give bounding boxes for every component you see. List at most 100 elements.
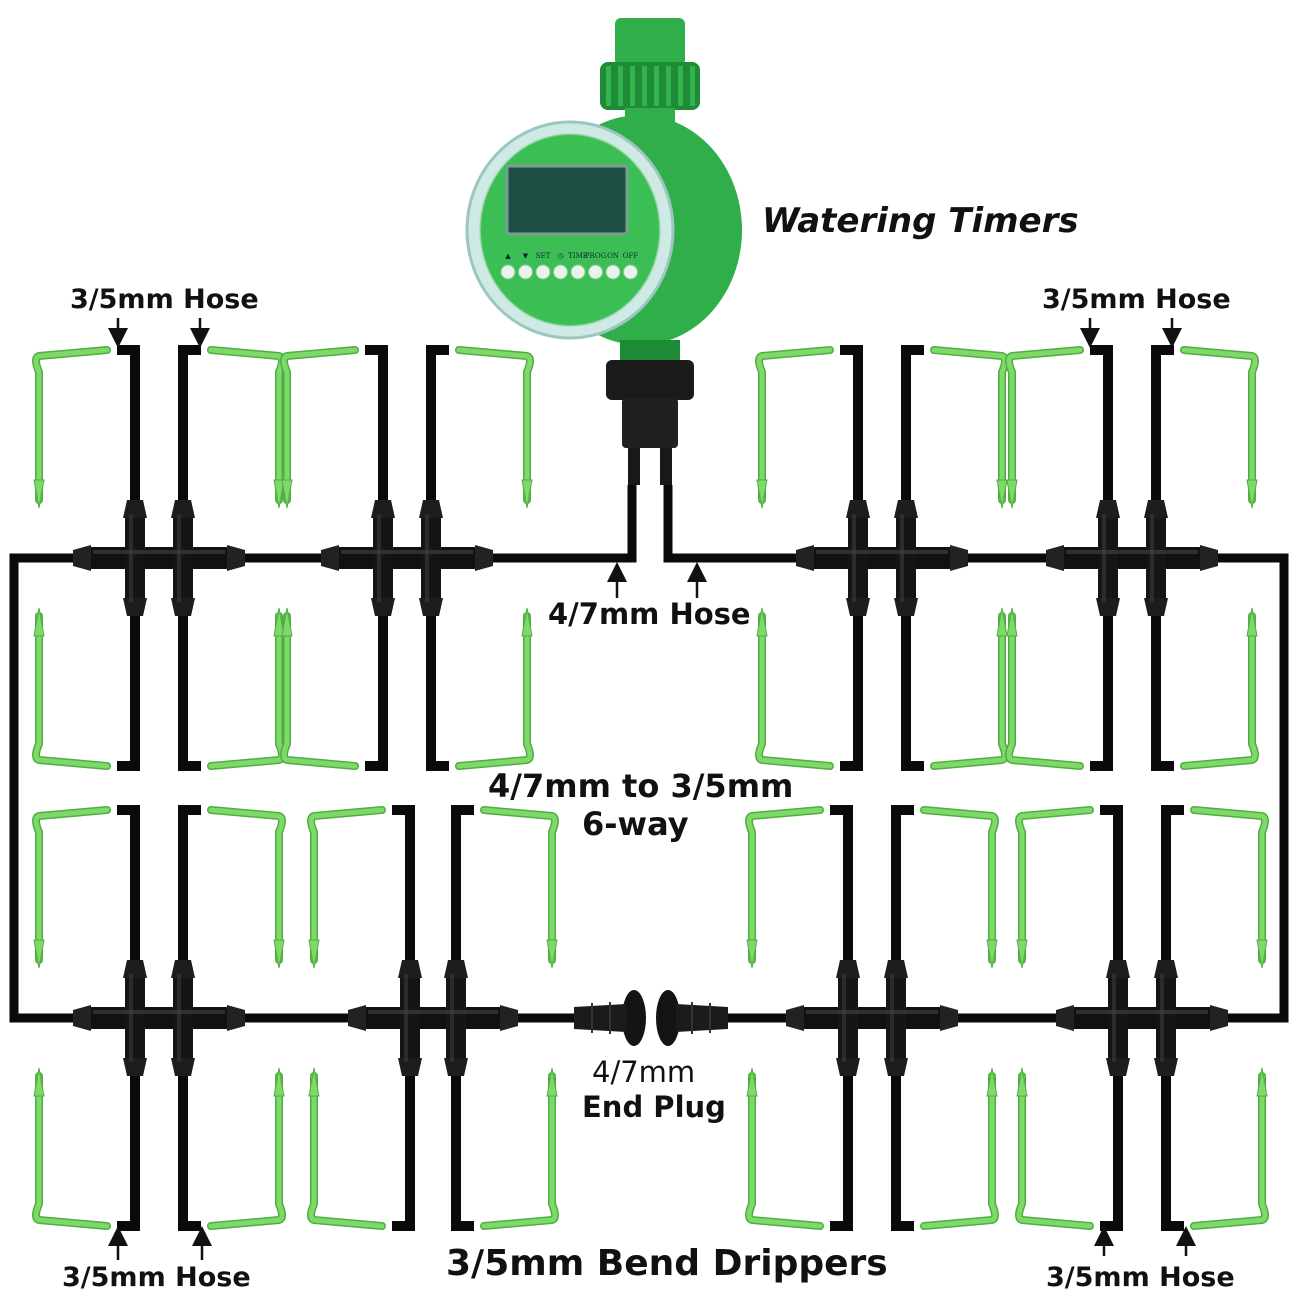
branch-hose bbox=[365, 345, 388, 510]
bend-dripper-icon bbox=[455, 607, 534, 770]
bend-dripper-icon bbox=[207, 1067, 286, 1230]
bend-dripper-icon bbox=[920, 806, 999, 969]
end-plug-layer bbox=[574, 990, 728, 1046]
timer-outlet-nut bbox=[606, 360, 694, 400]
branch-hose bbox=[117, 1066, 140, 1231]
drippers-label: 3/5mm Bend Drippers bbox=[446, 1243, 888, 1284]
bend-dripper-icon bbox=[1005, 346, 1084, 509]
end-plug-icon bbox=[656, 990, 728, 1046]
timer-button-label: SET bbox=[536, 252, 551, 260]
bend-dripper-icon bbox=[1005, 607, 1084, 770]
branch-hose bbox=[1090, 345, 1113, 510]
bend-dripper-icon bbox=[307, 806, 386, 969]
timer-label: Watering Timers bbox=[762, 201, 1079, 241]
bend-dripper-icon bbox=[1015, 806, 1094, 969]
branch-hose bbox=[840, 606, 863, 771]
bend-dripper-icon bbox=[280, 607, 359, 770]
branch-hose bbox=[392, 805, 415, 970]
timer-button bbox=[570, 264, 586, 280]
bend-dripper-icon bbox=[920, 1067, 999, 1230]
branch-hose bbox=[1100, 1066, 1123, 1231]
branch-hose bbox=[840, 345, 863, 510]
six-way-connector-icon bbox=[1046, 500, 1218, 616]
timer-screen bbox=[505, 164, 629, 236]
timer-outlet-barb bbox=[628, 448, 640, 485]
branch-hose bbox=[178, 606, 201, 771]
six-way-connector-icon bbox=[1056, 960, 1228, 1076]
branch-hose bbox=[178, 1066, 201, 1231]
bend-dripper-icon bbox=[755, 346, 834, 509]
timer-button bbox=[588, 264, 603, 280]
timer-button-label: ON bbox=[607, 252, 619, 260]
branch-hose bbox=[1161, 805, 1184, 970]
hose-label-top-right: 3/5mm Hose bbox=[1042, 284, 1231, 315]
branch-hose bbox=[1151, 606, 1174, 771]
bend-dripper-icon bbox=[32, 1067, 111, 1230]
end-plug-icon bbox=[574, 990, 646, 1046]
hose-label-top-left: 3/5mm Hose bbox=[70, 284, 259, 315]
bend-dripper-icon bbox=[1015, 1067, 1094, 1230]
bend-dripper-icon bbox=[207, 806, 286, 969]
hose-layer bbox=[9, 345, 1289, 1231]
six-way-connector-icon bbox=[348, 960, 518, 1076]
branch-hose bbox=[178, 805, 201, 970]
timer-button bbox=[553, 264, 568, 280]
six-way-connector-icon bbox=[786, 960, 958, 1076]
bend-dripper-icon bbox=[307, 1067, 386, 1230]
branch-hose bbox=[1100, 805, 1123, 970]
timer-button bbox=[623, 264, 638, 280]
timer-button-label: TIME bbox=[568, 252, 588, 260]
timer-button-label: PROG bbox=[585, 252, 607, 260]
branch-hose bbox=[901, 345, 924, 510]
connector-label-line1: 4/7mm to 3/5mm bbox=[488, 767, 794, 805]
branch-hose bbox=[830, 805, 853, 970]
bend-dripper-icon bbox=[32, 607, 111, 770]
bend-dripper-icon bbox=[32, 346, 111, 509]
branch-hose bbox=[891, 805, 914, 970]
timer-button bbox=[605, 264, 621, 280]
bend-dripper-icon bbox=[1190, 1067, 1269, 1230]
six-way-connector-icon bbox=[321, 500, 493, 616]
branch-hose bbox=[392, 1066, 415, 1231]
bend-dripper-icon bbox=[930, 607, 1009, 770]
six-way-connector-icon bbox=[73, 960, 245, 1076]
bend-dripper-icon bbox=[207, 346, 286, 509]
main-hose-label: 4/7mm Hose bbox=[548, 597, 751, 631]
six-way-connector-icon bbox=[73, 500, 245, 616]
timer-button-label: ▲ bbox=[505, 252, 511, 260]
branch-hose bbox=[1151, 345, 1174, 510]
dripper-layer bbox=[32, 346, 1269, 1230]
branch-hose bbox=[1090, 606, 1113, 771]
branch-hose bbox=[426, 345, 449, 510]
bend-dripper-icon bbox=[1190, 806, 1269, 969]
bend-dripper-icon bbox=[480, 1067, 559, 1230]
six-way-connector-icon bbox=[796, 500, 968, 616]
bend-dripper-icon bbox=[455, 346, 534, 509]
end-plug-label-line1: 4/7mm bbox=[592, 1055, 696, 1089]
bend-dripper-icon bbox=[480, 806, 559, 969]
branch-hose bbox=[830, 1066, 853, 1231]
branch-hose bbox=[117, 805, 140, 970]
branch-hose bbox=[426, 606, 449, 771]
bend-dripper-icon bbox=[207, 607, 286, 770]
timer-nut bbox=[600, 62, 700, 110]
connector-label-line2: 6-way bbox=[582, 805, 689, 843]
branch-hose bbox=[901, 606, 924, 771]
branch-hose bbox=[117, 606, 140, 771]
bend-dripper-icon bbox=[930, 346, 1009, 509]
bend-dripper-icon bbox=[745, 806, 824, 969]
branch-hose bbox=[1161, 1066, 1184, 1231]
branch-hose bbox=[451, 1066, 474, 1231]
bend-dripper-icon bbox=[1180, 607, 1259, 770]
timer-inlet bbox=[615, 18, 685, 66]
arrow-layer bbox=[108, 318, 1196, 1260]
end-plug-label-line2: End Plug bbox=[582, 1090, 726, 1124]
branch-hose bbox=[178, 345, 201, 510]
bend-dripper-icon bbox=[1180, 346, 1259, 509]
hose-label-bottom-left: 3/5mm Hose bbox=[62, 1262, 251, 1293]
hose-label-bottom-right: 3/5mm Hose bbox=[1046, 1262, 1235, 1293]
branch-hose bbox=[891, 1066, 914, 1231]
timer-button-label: ◷ bbox=[557, 252, 564, 260]
